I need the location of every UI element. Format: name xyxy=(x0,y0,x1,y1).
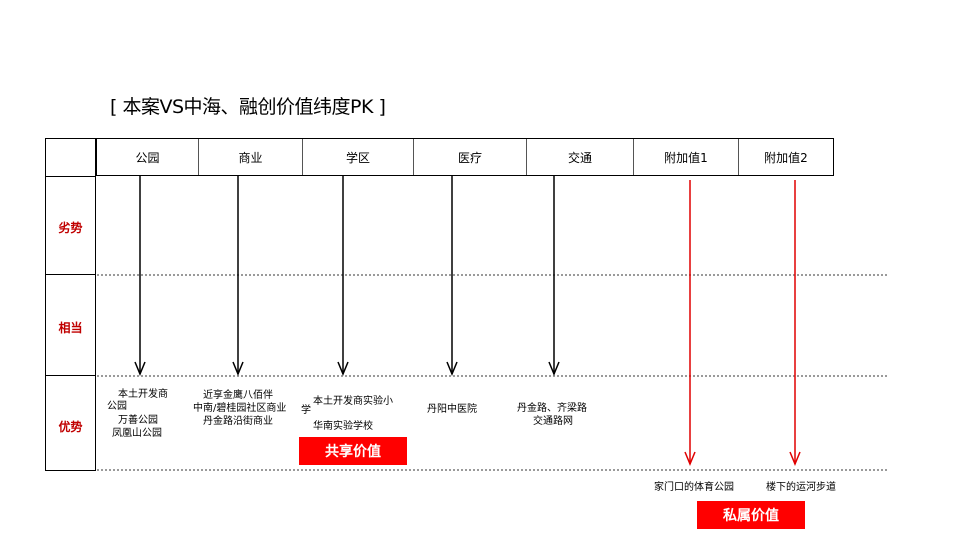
column-header-commerce: 商业 xyxy=(199,139,303,175)
shared-value-badge: 共享价值 xyxy=(299,437,407,465)
dotted-separator-1 xyxy=(97,274,887,276)
red-arrow-down-icon xyxy=(789,180,801,466)
column-header-park: 公园 xyxy=(97,139,199,175)
column-header-school: 学区 xyxy=(303,139,414,175)
column-header-row: 公园 商业 学区 医疗 交通 附加值1 附加值2 xyxy=(96,138,834,176)
column-header-extra1: 附加值1 xyxy=(634,139,739,175)
arrow-down-icon xyxy=(548,176,560,376)
row-divider xyxy=(46,274,95,275)
row-label-inferior: 劣势 xyxy=(58,221,83,235)
commerce-text-line: 近享金鹰八佰伴 xyxy=(203,390,273,401)
park-text-line: 本土开发商 xyxy=(118,389,168,400)
park-text-line: 公园 xyxy=(107,401,127,412)
column-header-traffic: 交通 xyxy=(527,139,634,175)
traffic-text-line: 丹金路、齐梁路 xyxy=(517,403,587,414)
arrow-down-icon xyxy=(134,176,146,376)
arrow-down-icon xyxy=(337,176,349,376)
page-title: [ 本案VS中海、融创价值纬度PK ] xyxy=(110,96,386,118)
extra2-text: 楼下的运河步道 xyxy=(766,482,836,493)
column-header-medical: 医疗 xyxy=(414,139,527,175)
red-arrow-down-icon xyxy=(684,180,696,466)
column-header-extra2: 附加值2 xyxy=(764,150,808,165)
park-text-line: 万善公园 xyxy=(118,415,158,426)
school-text-line: 华南实验学校 xyxy=(313,421,373,432)
school-text-line: 本土开发商实验小 xyxy=(313,396,393,407)
row-label-column: 劣势 相当 优势 xyxy=(45,138,96,471)
arrow-down-icon xyxy=(446,176,458,376)
traffic-text-line: 交通路网 xyxy=(533,416,573,427)
row-divider xyxy=(46,176,95,177)
private-value-badge: 私属价值 xyxy=(697,501,805,529)
row-label-equal: 相当 xyxy=(58,321,83,335)
school-text-side: 学 xyxy=(301,405,311,416)
commerce-text-line: 中南/碧桂园社区商业 xyxy=(193,403,287,414)
row-label-superior: 优势 xyxy=(58,420,83,434)
park-text-line: 凤凰山公园 xyxy=(112,428,162,439)
row-divider xyxy=(46,375,95,376)
arrow-down-icon xyxy=(232,176,244,376)
extra1-text: 家门口的体育公园 xyxy=(654,482,734,493)
commerce-text-line: 丹金路沿街商业 xyxy=(203,416,273,427)
medical-text-line: 丹阳中医院 xyxy=(427,404,477,415)
dotted-separator-2 xyxy=(97,375,887,377)
dotted-separator-3 xyxy=(97,469,887,471)
